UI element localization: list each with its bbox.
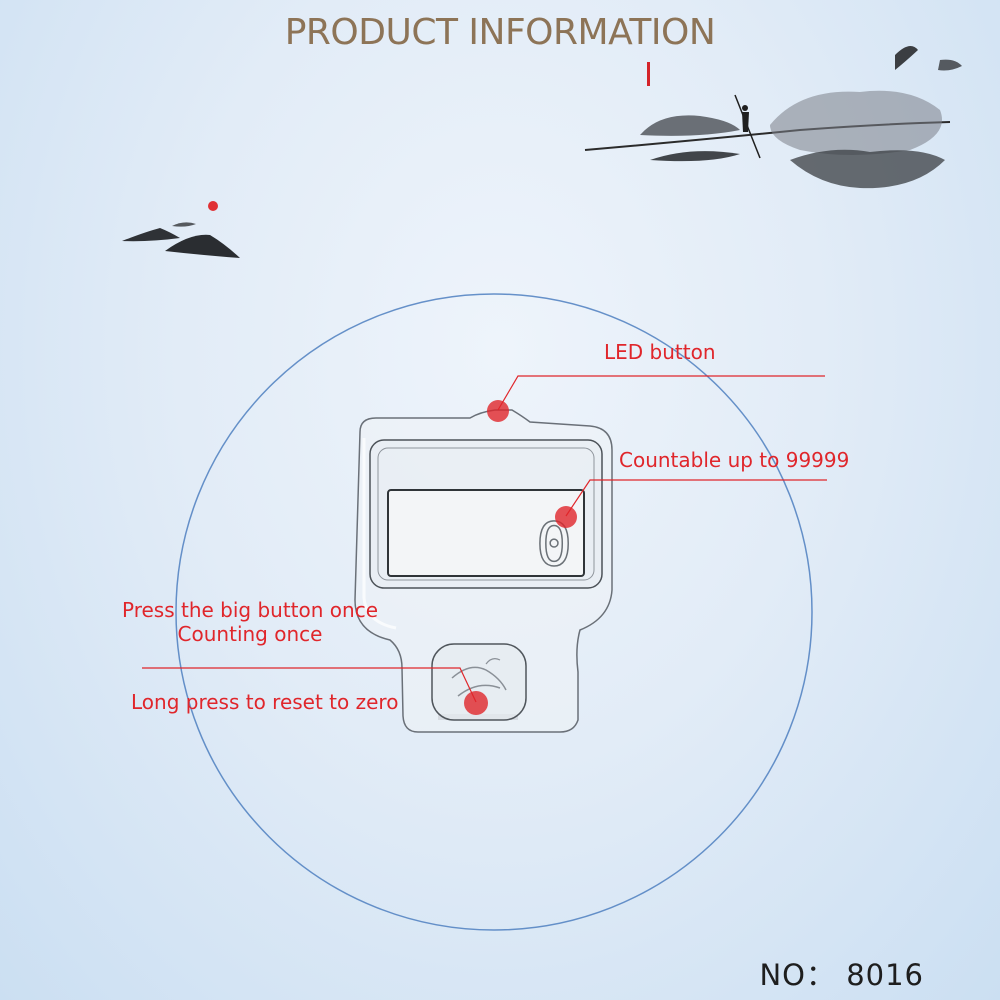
callout-led-button xyxy=(487,375,825,422)
press-line-2: Counting once xyxy=(177,622,323,646)
press-line-1: Press the big button once xyxy=(121,598,378,622)
tally-counter-device xyxy=(354,409,613,733)
callout-reset xyxy=(142,667,488,715)
model-number: NO： 8016 xyxy=(759,958,924,992)
mountains-illustration xyxy=(122,201,240,258)
led-button-marker xyxy=(487,400,509,422)
press-instruction-label: Press the big button once Counting once xyxy=(110,598,390,646)
led-button-label: LED button xyxy=(604,340,716,364)
reset-label: Long press to reset to zero xyxy=(131,690,399,714)
big-button-marker xyxy=(464,691,488,715)
callout-countable xyxy=(555,479,827,528)
display-marker xyxy=(555,506,577,528)
ink-landscape-illustration xyxy=(584,46,962,189)
page-title: PRODUCT INFORMATION xyxy=(284,12,716,53)
background-circle xyxy=(175,293,813,931)
countable-label: Countable up to 99999 xyxy=(619,448,850,472)
